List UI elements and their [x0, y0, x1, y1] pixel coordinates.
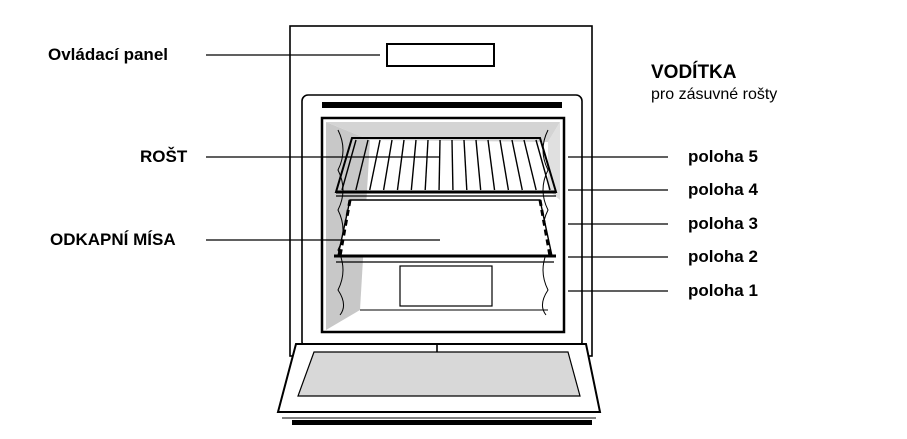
rack-wire: [410, 139, 417, 191]
oven-door: [276, 343, 602, 425]
back-panel: [399, 265, 493, 307]
label-control-panel: Ovládací panel: [48, 45, 168, 64]
rack-wire: [475, 139, 482, 191]
label-drip-tray: ODKAPNÍ MÍSA: [50, 230, 176, 249]
rack-wire: [355, 139, 369, 191]
label-position-2: poloha 2: [688, 247, 758, 266]
rack-wire: [369, 139, 381, 191]
rack-wire: [424, 139, 429, 191]
rack-wire: [487, 139, 496, 191]
drip-tray: [334, 199, 556, 263]
label-position-1: poloha 1: [688, 281, 758, 300]
label-position-4: poloha 4: [688, 180, 758, 199]
rack-wire: [382, 139, 393, 191]
label-position-5: poloha 5: [688, 147, 758, 166]
label-rack: ROŠT: [140, 147, 188, 166]
rack-wire: [535, 139, 551, 191]
rack-wire: [438, 139, 441, 191]
rack-wire: [451, 139, 454, 191]
rack-shelf: [334, 137, 558, 197]
label-position-3: poloha 3: [688, 214, 758, 233]
rack-wire: [463, 139, 468, 191]
rack-wire: [511, 139, 523, 191]
guides-subtitle: pro zásuvné rošty: [651, 86, 778, 103]
cavity-shade-right: [548, 122, 560, 200]
rack-wire: [396, 139, 405, 191]
rack-wire: [499, 139, 510, 191]
top-heater: [322, 102, 562, 108]
rack-wires: [341, 139, 551, 191]
rack-wire: [341, 139, 357, 191]
door-glass: [297, 351, 581, 397]
rack-wire: [523, 139, 537, 191]
control-panel-display: [386, 43, 495, 67]
guides-title: VODÍTKA: [651, 62, 737, 83]
